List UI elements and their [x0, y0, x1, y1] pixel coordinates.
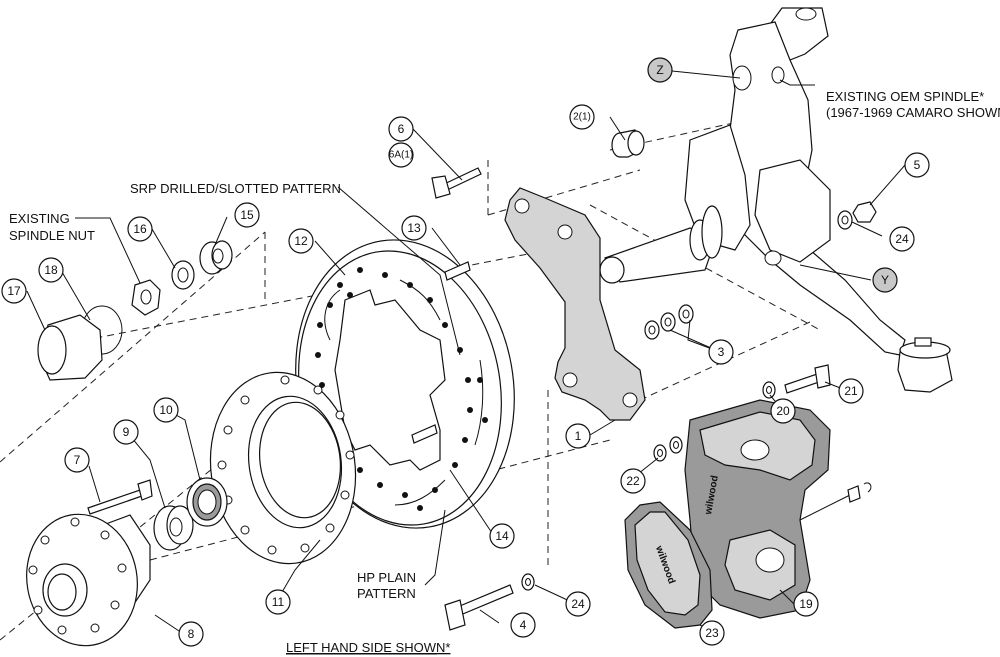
callout-4: 4 [510, 612, 536, 638]
callout-21-text: 21 [844, 384, 858, 398]
callout-1: 1 [565, 423, 591, 449]
spindle-sublabel: (1967-1969 CAMARO SHOWN) [826, 105, 1000, 120]
rotor-hat [209, 371, 357, 565]
spindle-nut-label-line1: EXISTING [9, 211, 70, 226]
washers-22 [653, 436, 683, 462]
callout-22: 22 [620, 468, 646, 494]
callout-19: 19 [793, 591, 819, 617]
callout-24a: 24 [889, 226, 915, 252]
callout-11: 11 [265, 589, 291, 615]
callout-20: 20 [770, 398, 796, 424]
callout-6-text: 6 [398, 122, 405, 136]
callout-24b: 24 [565, 591, 591, 617]
callout-3-text: 3 [718, 345, 725, 359]
callout-6a: 6A(1) [388, 142, 414, 168]
callout-17-text: 17 [7, 284, 21, 298]
bolt-6 [431, 167, 482, 199]
callout-24b-text: 24 [571, 597, 585, 611]
callout-5-text: 5 [914, 158, 921, 172]
callout-19-text: 19 [799, 597, 813, 611]
dust-cap [37, 314, 103, 381]
callout-6: 6 [388, 116, 414, 142]
spacer-2 [611, 129, 645, 158]
oem-spindle [599, 7, 953, 393]
nut-5 [852, 201, 877, 223]
callout-14: 14 [489, 523, 515, 549]
callout-z: Z [647, 57, 673, 83]
callout-y-text: Y [881, 273, 889, 287]
callout-15: 15 [234, 202, 260, 228]
caliper-bracket [504, 187, 646, 421]
washer-24b [521, 573, 535, 591]
stud-14 [411, 424, 438, 444]
spindle-label: EXISTING OEM SPINDLE* [826, 89, 984, 104]
bolt-4 [444, 584, 514, 631]
hp-pattern-label-line2: PATTERN [357, 586, 416, 601]
callout-10-text: 10 [159, 403, 173, 417]
stud-bolt-7 [87, 479, 153, 515]
callout-23: 23 [699, 620, 725, 646]
callout-y: Y [872, 267, 898, 293]
srp-pattern-label: SRP DRILLED/SLOTTED PATTERN [130, 181, 341, 196]
callout-12: 12 [288, 228, 314, 254]
washer-20 [762, 381, 776, 399]
callout-9: 9 [113, 419, 139, 445]
inner-bearing [153, 505, 194, 551]
callout-13-text: 13 [407, 221, 421, 235]
washer-24a [837, 210, 853, 230]
callout-16: 16 [127, 216, 153, 242]
callout-2-text: 2(1) [573, 112, 591, 123]
footer-note: LEFT HAND SIDE SHOWN* [286, 640, 450, 655]
callout-16-text: 16 [133, 222, 147, 236]
callout-8-text: 8 [188, 627, 195, 641]
callout-9-text: 9 [123, 425, 130, 439]
callout-4-text: 4 [520, 618, 527, 632]
callout-22-text: 22 [626, 474, 640, 488]
grease-seal [186, 477, 228, 527]
callout-12-text: 12 [294, 234, 308, 248]
callout-13: 13 [401, 215, 427, 241]
callout-11-text: 11 [272, 595, 285, 609]
callout-5: 5 [904, 152, 930, 178]
spindle-nut-label-line2: SPINDLE NUT [9, 228, 95, 243]
callout-6a-text: 6A(1) [389, 150, 413, 161]
callout-15-text: 15 [240, 208, 254, 222]
callout-20-text: 20 [776, 404, 790, 418]
spindle-nut [131, 279, 161, 316]
stud-13 [444, 261, 471, 281]
callout-23-text: 23 [705, 626, 719, 640]
shims-3 [644, 304, 694, 340]
callout-1-text: 1 [575, 429, 582, 443]
wheel-hub [26, 513, 151, 647]
callout-3: 3 [708, 339, 734, 365]
callout-14-text: 14 [495, 529, 509, 543]
callout-21: 21 [838, 378, 864, 404]
caliper: wilwood [684, 399, 831, 619]
callout-7: 7 [64, 447, 90, 473]
callout-7-text: 7 [74, 453, 81, 467]
bolt-21 [784, 364, 831, 394]
callout-2: 2(1) [569, 104, 595, 130]
spindle-washer [171, 260, 195, 290]
hp-pattern-label-line1: HP PLAIN [357, 570, 416, 585]
callout-18-text: 18 [44, 263, 58, 277]
pad-pin [799, 482, 872, 521]
callout-24a-text: 24 [895, 232, 909, 246]
callout-18: 18 [38, 257, 64, 283]
brake-pads: wilwood [624, 501, 713, 629]
callout-17: 17 [1, 278, 27, 304]
callout-10: 10 [153, 397, 179, 423]
outer-bearing [199, 240, 233, 275]
callout-z-text: Z [656, 63, 663, 77]
callout-8: 8 [178, 621, 204, 647]
